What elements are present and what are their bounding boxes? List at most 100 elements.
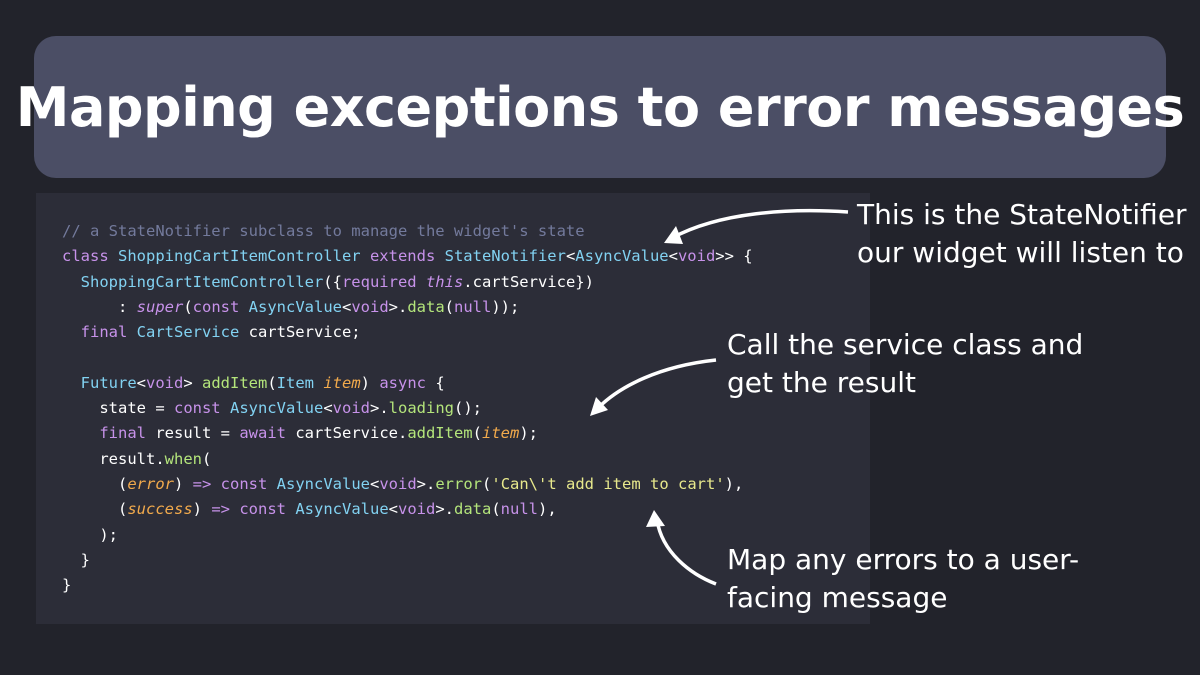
code-panel xyxy=(36,193,870,624)
code-line: // a StateNotifier subclass to manage th… xyxy=(62,219,753,244)
code-token-plain: result = xyxy=(155,424,240,443)
code-token-this: super xyxy=(136,297,184,316)
code-token-type: AsyncValue xyxy=(248,297,342,316)
code-line: } xyxy=(62,548,753,573)
code-token-type: AsyncValue xyxy=(575,247,669,266)
code-token-keyword: const xyxy=(220,474,277,493)
code-token-plain: .cartService}) xyxy=(463,272,594,291)
code-token-type: StateNotifier xyxy=(444,247,566,266)
code-token-plain: } xyxy=(62,550,90,569)
code-token-keyword: void xyxy=(677,247,716,266)
code-token-type: CartService xyxy=(136,323,249,342)
code-token-keyword: required xyxy=(341,272,426,291)
code-token-plain: ); xyxy=(62,525,118,544)
callout-statenotifier-line1: This is the StateNotifier xyxy=(857,198,1187,231)
code-token-plain: )); xyxy=(491,297,520,316)
code-line: (success) => const AsyncValue<void>.data… xyxy=(62,497,753,522)
callout-service: Call the service class and get the resul… xyxy=(727,326,1083,402)
code-token-plain: < xyxy=(342,297,352,316)
code-line: final CartService cartService; xyxy=(62,320,753,345)
callout-service-line2: get the result xyxy=(727,366,916,399)
errors-arrowhead-icon xyxy=(646,510,665,527)
code-token-plain: ( xyxy=(62,500,128,519)
code-token-keyword: null xyxy=(500,500,538,519)
code-token-plain: ), xyxy=(538,500,557,519)
code-token-keyword: async xyxy=(379,373,436,392)
service-arrow xyxy=(596,358,717,410)
code-token-plain: ); xyxy=(519,424,538,443)
code-line: : super(const AsyncValue<void>.data(null… xyxy=(62,295,753,320)
code-token-type: Item xyxy=(276,373,324,392)
code-token-param: item xyxy=(481,424,520,443)
code-token-method: data xyxy=(407,297,445,316)
code-token-plain: ( xyxy=(472,424,482,443)
callout-statenotifier: This is the StateNotifier our widget wil… xyxy=(857,196,1187,272)
code-token-keyword: await xyxy=(239,424,296,443)
title-banner: Mapping exceptions to error messages xyxy=(16,36,1185,178)
code-token-comment: // a StateNotifier subclass to manage th… xyxy=(62,222,585,240)
code-line: state = const AsyncValue<void>.loading()… xyxy=(62,396,753,421)
code-token-keyword: void xyxy=(351,297,389,316)
code-token-plain: >. xyxy=(388,297,408,316)
code-token-plain: ) xyxy=(174,474,193,493)
statenotifier-arrowhead-icon xyxy=(664,226,683,244)
code-token-type: AsyncValue xyxy=(295,500,389,519)
code-token-type: AsyncValue xyxy=(229,399,324,418)
code-token-plain: < xyxy=(370,474,380,493)
code-token-plain: ( xyxy=(491,500,501,519)
page-title: Mapping exceptions to error messages xyxy=(15,75,1185,139)
callout-statenotifier-line2: our widget will listen to xyxy=(857,236,1184,269)
code-token-plain: >. xyxy=(435,500,454,519)
code-token-keyword: final xyxy=(62,323,137,342)
code-line: ); xyxy=(62,523,753,548)
code-token-method: error xyxy=(435,474,483,493)
code-token-plain: < xyxy=(668,247,678,266)
callout-service-line1: Call the service class and xyxy=(727,328,1084,361)
code-token-method: data xyxy=(454,500,492,519)
code-token-keyword: null xyxy=(454,297,492,316)
code-token-method: loading xyxy=(388,399,454,418)
code-token-plain: ( xyxy=(482,474,492,493)
code-token-keyword: => xyxy=(211,500,240,519)
statenotifier-arrow xyxy=(671,208,849,240)
code-token-plain: ( xyxy=(201,449,212,468)
code-token-keyword: const xyxy=(239,500,296,519)
code-token-keyword: const xyxy=(173,399,230,418)
code-token-keyword: const xyxy=(192,297,249,316)
code-token-keyword: => xyxy=(192,474,221,493)
code-token-type: Future xyxy=(62,373,137,392)
code-token-plain: cartService. xyxy=(295,424,408,443)
code-token-plain: >> { xyxy=(715,247,753,266)
code-token-plain: ) xyxy=(192,500,212,519)
code-line: Future<void> addItem(Item item) async { xyxy=(62,371,753,396)
callout-errors-line2: facing message xyxy=(727,581,948,614)
code-token-this: this xyxy=(425,272,464,291)
code-token-plain: } xyxy=(62,576,72,595)
code-token-plain: cartService; xyxy=(248,323,361,342)
errors-arrow xyxy=(655,519,717,586)
code-token-type: ShoppingCartItemController xyxy=(62,272,324,291)
callout-errors-line1: Map any errors to a user- xyxy=(727,543,1080,576)
code-token-plain: < xyxy=(565,247,576,266)
code-token-plain: { xyxy=(435,373,445,392)
code-token-plain: < xyxy=(388,500,398,519)
code-token-plain: < xyxy=(323,399,333,418)
code-token-plain: > xyxy=(183,373,202,392)
code-line: ShoppingCartItemController({required thi… xyxy=(62,270,753,295)
code-token-keyword: void xyxy=(146,373,184,392)
code-block: // a StateNotifier subclass to manage th… xyxy=(62,219,753,598)
code-token-plain: ( xyxy=(183,297,193,316)
code-token-plain: ( xyxy=(444,297,455,316)
code-token-keyword: extends xyxy=(369,247,445,266)
code-token-plain: >. xyxy=(416,474,436,493)
service-arrowhead-icon xyxy=(590,397,608,416)
code-token-type: ShoppingCartItemController xyxy=(118,247,370,266)
code-token-plain: ), xyxy=(724,474,744,493)
code-line: result.when( xyxy=(62,447,753,472)
callout-errors: Map any errors to a user- facing message xyxy=(727,541,1079,617)
code-line: (error) => const AsyncValue<void>.error(… xyxy=(62,472,753,497)
code-token-plain: ({ xyxy=(323,272,342,291)
code-token-keyword: void xyxy=(332,399,370,418)
code-token-plain: result. xyxy=(62,449,165,468)
